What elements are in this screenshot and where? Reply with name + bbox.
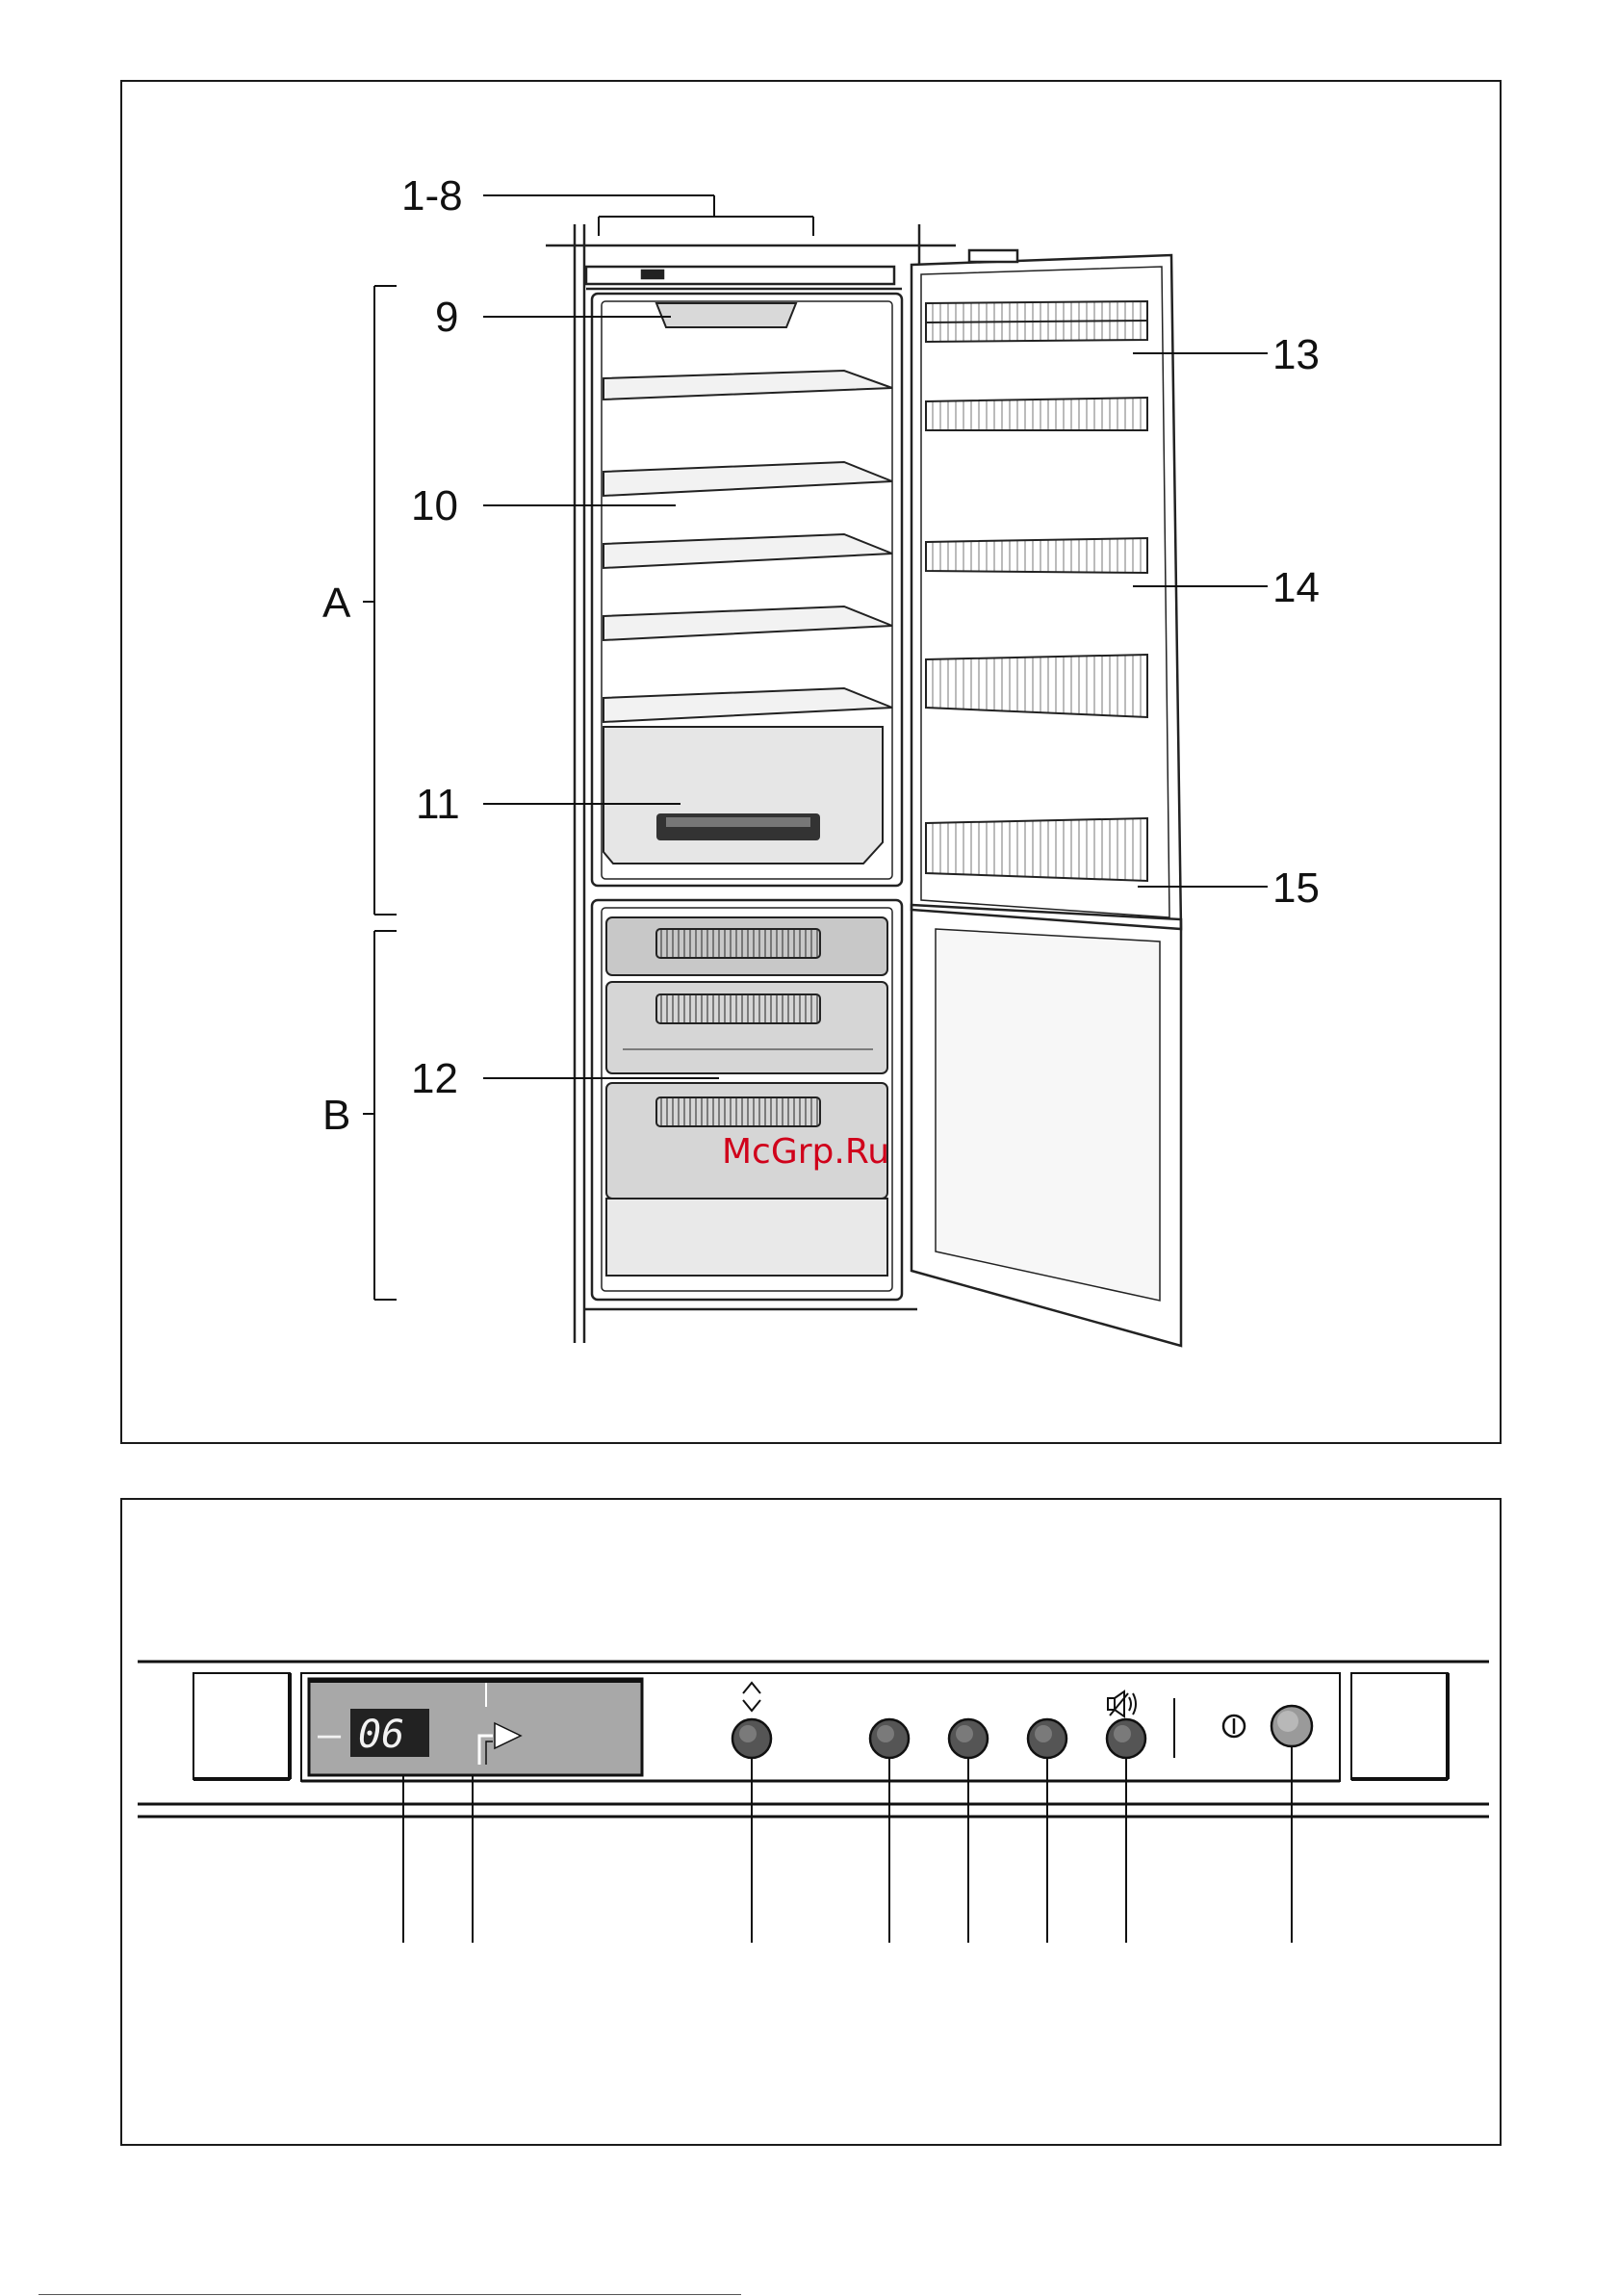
- callout-10: 10: [411, 482, 458, 529]
- zone-bracket-a: [363, 286, 397, 915]
- interior-light: [656, 303, 796, 327]
- callout-12: 12: [411, 1055, 458, 1102]
- on-off-button[interactable]: [1271, 1706, 1312, 1746]
- function-button-1[interactable]: [870, 1719, 909, 1758]
- callout-9: 9: [435, 294, 458, 341]
- function-button-3[interactable]: [1028, 1719, 1066, 1758]
- panel-end-left: [193, 1673, 290, 1779]
- control-panel-drawing: – 06: [122, 1500, 1500, 2144]
- figure-appliance-overview: 1-8 9 10 11 12 13 14 15 A B McGrp.Ru: [120, 80, 1502, 1444]
- temperature-button[interactable]: [732, 1719, 771, 1758]
- display-minus: –: [318, 1713, 342, 1757]
- callout-13: 13: [1272, 331, 1320, 378]
- callout-15: 15: [1272, 864, 1320, 912]
- zone-label-b: B: [322, 1092, 350, 1139]
- display-digits: 06: [358, 1713, 404, 1757]
- panel-end-right: [1351, 1673, 1448, 1779]
- page-bottom-rule: [39, 2294, 741, 2295]
- temperature-readout: – 06: [318, 1709, 429, 1757]
- freezer-door: [912, 905, 1181, 1346]
- callout-14: 14: [1272, 564, 1320, 611]
- appliance-drawing: 1-8 9 10 11 12 13 14 15 A B McGrp.Ru: [122, 82, 1500, 1442]
- zone-bracket-b: [363, 931, 397, 1300]
- door-racks: [926, 301, 1147, 881]
- zone-label-a: A: [322, 580, 351, 627]
- callout-11: 11: [416, 781, 460, 828]
- callout-1-8: 1-8: [401, 172, 463, 219]
- alarm-off-button[interactable]: [1107, 1719, 1145, 1758]
- watermark: McGrp.Ru: [722, 1132, 889, 1172]
- figure-control-panel: – 06: [120, 1498, 1502, 2146]
- function-button-2[interactable]: [949, 1719, 988, 1758]
- freezer-drawers: [606, 917, 887, 1276]
- vegetable-container: [604, 727, 883, 864]
- glass-shelves: [604, 371, 892, 722]
- callout-bracket-1-8: [483, 195, 813, 236]
